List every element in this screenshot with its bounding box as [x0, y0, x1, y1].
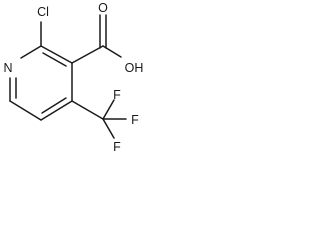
atom-label-hydroxyl: OH — [125, 61, 144, 75]
bond-c5-c6 — [9, 100, 42, 121]
atom-label-fluorine-bottom: F — [113, 140, 121, 154]
bond-c4-cf3 — [71, 100, 104, 120]
double-bond-c2-c3 — [42, 52, 67, 67]
bond-cf3-f-bottom — [102, 118, 115, 139]
atom-label-fluorine-right: F — [131, 113, 139, 127]
bond-c3-carboxyl — [71, 45, 104, 64]
pyridine-ring — [9, 45, 73, 121]
bond-c4-c5 — [40, 100, 73, 121]
bond-n1-c2 — [20, 45, 42, 59]
atom-label-chlorine: Cl — [37, 5, 49, 19]
atom-label-fluorine-top: F — [113, 88, 121, 102]
bond-carboxyl-oh — [102, 45, 122, 58]
atom-label-nitrogen: N — [3, 61, 12, 75]
atom-labels: N Cl O OH F F F — [3, 1, 143, 154]
bond-c2-c3 — [40, 45, 73, 64]
double-bond-c4-c5 — [41, 97, 67, 114]
substituent-bonds — [40, 14, 127, 139]
bond-cf3-f-top — [102, 99, 115, 120]
chemical-structure: N Cl O OH F F F — [3, 1, 143, 154]
atom-label-carbonyl-oxygen: O — [98, 1, 108, 15]
